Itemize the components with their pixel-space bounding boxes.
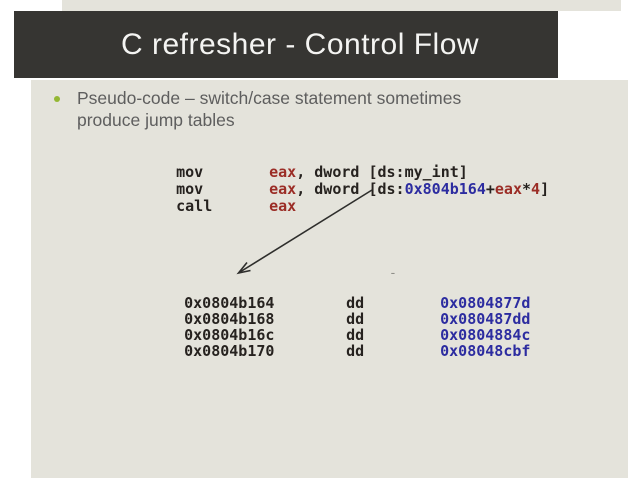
jump-table-directive: dd (346, 326, 365, 344)
asm-operand-register: eax (494, 180, 522, 198)
asm-operand-bracket: ] (540, 180, 550, 198)
jump-table-address: 0x0804b16c (184, 326, 275, 344)
asm-operand-scale: 4 (531, 180, 541, 198)
asm-operand-register: eax (269, 180, 297, 198)
asm-operand-memory: , dword [ds: (296, 180, 405, 198)
asm-opcode: mov (176, 180, 204, 198)
slide-body-background (31, 80, 628, 478)
asm-opcode: call (176, 197, 213, 215)
page-title: C refresher - Control Flow (120, 27, 480, 61)
jump-table-directive: dd (346, 342, 365, 360)
jump-table-value: 0x0804884c (440, 326, 531, 344)
asm-operand-plus: + (485, 180, 495, 198)
annotation-arrow (236, 189, 373, 275)
asm-operand-times: * (522, 180, 532, 198)
bullet-text: Pseudo-code – switch/case statement some… (77, 87, 557, 131)
jump-table-address: 0x0804b168 (184, 310, 275, 328)
jump-table-directive: dd (346, 310, 365, 328)
asm-operand-register: eax (269, 163, 297, 181)
jump-table-row: 0x0804b168 dd 0x080487dd (148, 295, 530, 327)
jump-table-value: 0x080487dd (440, 310, 531, 328)
slide-top-strip (62, 0, 621, 11)
asm-instruction: mov eax, dword [ds:my_int] (140, 148, 468, 180)
jump-table-value: 0x08048cbf (440, 342, 531, 360)
asm-operand-address: 0x804b164 (404, 180, 486, 198)
bullet-dot (54, 96, 60, 102)
asm-operand-memory: , dword [ds:my_int] (296, 163, 468, 181)
jump-table-row: 0x0804b16c dd 0x0804884c (148, 311, 530, 343)
jump-table-address: 0x0804b164 (184, 294, 275, 312)
jump-table-value: 0x0804877d (440, 294, 531, 312)
jump-table-row: 0x0804b164 dd 0x0804877d (148, 279, 530, 311)
bullet-line-2: produce jump tables (77, 110, 235, 130)
asm-operand-register: eax (269, 197, 297, 215)
title-bar: C refresher - Control Flow (14, 11, 558, 78)
jump-table-directive: dd (346, 294, 365, 312)
asm-instruction: call eax (140, 182, 296, 214)
artifact-dash: - (389, 266, 397, 281)
jump-table-address: 0x0804b170 (184, 342, 275, 360)
bullet-line-1: Pseudo-code – switch/case statement some… (77, 88, 462, 108)
jump-table-row: 0x0804b170 dd 0x08048cbf (148, 327, 530, 359)
asm-opcode: mov (176, 163, 204, 181)
